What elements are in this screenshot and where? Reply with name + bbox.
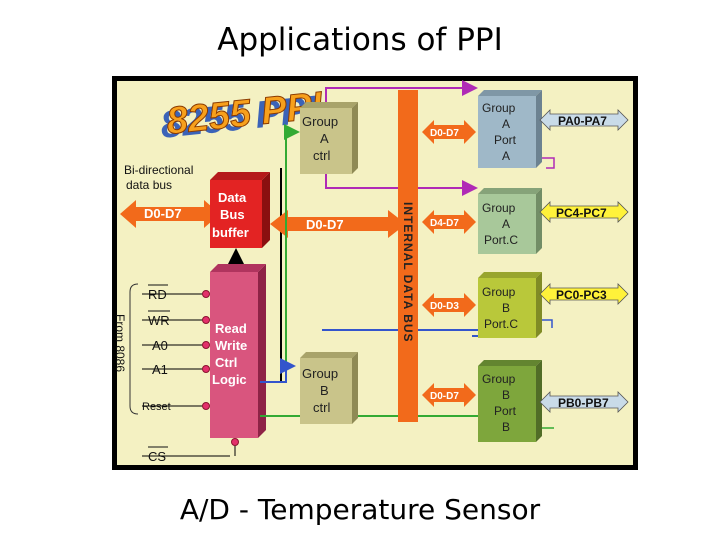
group-a-port-c (478, 194, 536, 254)
wire-purple-mid (325, 174, 478, 196)
wire-blue-to-group-b (260, 358, 296, 383)
group-b-port-b (478, 366, 536, 442)
signal-rd: RD (148, 287, 167, 302)
internal-data-bus (398, 90, 418, 422)
group-b-ctrl-3d-side (352, 352, 358, 424)
port-b-data-label: D0-D7 (430, 391, 459, 402)
port-a-data-label: D0-D7 (430, 128, 459, 139)
port-c-lower-data-label: D0-D3 (430, 301, 459, 312)
pin-label-pc-lower: PC0-PC3 (556, 288, 607, 302)
read-write-control-logic (210, 272, 258, 438)
pin-arrow-pc-upper (539, 201, 629, 223)
ppi-block-diagram: 8255 PPI 8255 PPI Bi-directional data bu… (112, 76, 638, 470)
internal-data-label: D0-D7 (306, 217, 344, 232)
signal-dots (202, 290, 239, 446)
buffer-3d-top (210, 172, 270, 180)
wire-purple-right-a (542, 157, 555, 169)
port-a-data-arrow (422, 120, 476, 144)
group-b-ctrl-3d-top (300, 352, 358, 358)
pin-label-pc-upper: PC4-PC7 (556, 206, 607, 220)
slide-caption: A/D - Temperature Sensor (179, 493, 541, 526)
port-c-upper-data-arrow (422, 210, 476, 234)
port-b-data-arrow (422, 383, 476, 407)
signal-lines (142, 293, 236, 457)
signal-a0: A0 (152, 338, 168, 353)
ppi-logo: 8255 PPI 8255 PPI (159, 84, 327, 147)
read-write-control-logic-label: Read Write Ctrl Logic (212, 321, 251, 387)
group-b-port-c-label: Group B Port.C (482, 285, 519, 331)
group-b-port-b-label: Group B Port B (482, 372, 519, 434)
wire-purple-top (325, 80, 478, 102)
internal-data-arrow (270, 210, 406, 238)
pin-arrow-pa (539, 109, 629, 131)
group-a-port-a (478, 96, 536, 168)
port-group-a-port-a: Group A Port A (478, 90, 542, 168)
port-group-b-port-b: Group B Port B (478, 360, 542, 442)
bidirectional-label: Bi-directional data bus (124, 163, 197, 192)
signal-cs: CS (148, 449, 166, 464)
pin-label-pb: PB0-PB7 (558, 396, 609, 410)
group-a-ctrl (300, 108, 352, 174)
slide-title: Applications of PPI (217, 22, 503, 58)
buffer-3d-side (262, 172, 270, 248)
wire-blue-right-c (542, 319, 553, 328)
group-b-ctrl (300, 358, 352, 424)
group-a-port-a-label: Group A Port A (482, 101, 519, 163)
data-bus-buffer (210, 180, 262, 248)
signal-reset: Reset (142, 401, 171, 413)
group-a-ctrl-3d-side (352, 102, 358, 174)
group-b-ctrl-label: Group B ctrl (302, 366, 342, 415)
group-b-port-c (478, 278, 536, 338)
internal-bus-connector (280, 168, 282, 382)
external-data-label: D0-D7 (144, 206, 182, 221)
pin-label-pa: PA0-PA7 (558, 114, 607, 128)
wire-green-to-group-a (284, 124, 300, 382)
data-bus-buffer-label: Data Bus buffer (212, 190, 250, 240)
external-data-arrow (120, 200, 220, 228)
group-a-ctrl-label: Group A ctrl (302, 114, 342, 163)
from-8086-label: From 8086 (113, 314, 127, 372)
port-c-upper-data-label: D4-D7 (430, 218, 459, 229)
signal-a1: A1 (152, 362, 168, 377)
from-8086-brace (129, 283, 139, 415)
group-a-port-c-label: Group A Port.C (482, 201, 519, 247)
pin-arrow-pb (539, 391, 629, 413)
internal-data-bus-label: INTERNAL DATA BUS (401, 202, 415, 343)
signal-wr: WR (148, 313, 170, 328)
pin-arrow-pc-lower (539, 283, 629, 305)
port-c-lower-data-arrow (422, 293, 476, 317)
logic-3d-top (210, 264, 266, 272)
logic-3d-side (258, 264, 266, 438)
port-group-a-port-c: Group A Port.C (478, 188, 542, 254)
group-a-ctrl-3d-top (300, 102, 358, 108)
port-group-b-port-c: Group B Port.C (478, 272, 542, 338)
